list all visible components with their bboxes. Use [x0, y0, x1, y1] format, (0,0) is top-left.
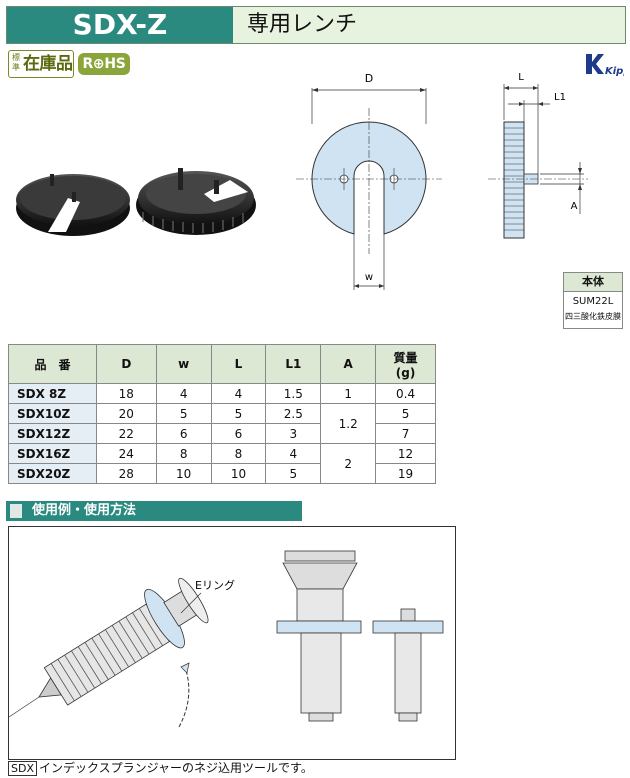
page-header: SDX-Z 専用レンチ — [6, 6, 626, 44]
cell-w: 5 — [155, 403, 212, 424]
product-photo — [8, 150, 258, 250]
cell-l: 4 — [210, 383, 267, 404]
table-header-row: 品 番 D w L L1 A 質量(g) — [8, 344, 436, 384]
cell-l1: 2.5 — [265, 403, 322, 424]
cell-l1: 4 — [265, 443, 322, 464]
cell-d: 22 — [95, 423, 157, 444]
footer-text: インデックスプランジャーのネジ込用ツールです。 — [39, 761, 313, 775]
dim-l1-label: L1 — [554, 92, 566, 103]
part-number: SDX 8Z — [8, 383, 97, 404]
cell-w: 10 — [155, 463, 212, 484]
cell-l: 10 — [210, 463, 267, 484]
kipp-logo: Kipp — [584, 50, 630, 78]
section-marker — [10, 504, 22, 518]
cell-mass: 7 — [375, 423, 436, 444]
col-w: w — [155, 344, 212, 384]
cell-w: 8 — [155, 443, 212, 464]
spec-table: 品 番 D w L L1 A 質量(g) SDX 8Z 18 4 4 1.5 1… — [8, 344, 436, 484]
cell-d: 18 — [95, 383, 157, 404]
product-title: 専用レンチ — [247, 12, 358, 37]
material-value: SUM22L — [572, 296, 614, 307]
cell-w: 6 — [155, 423, 212, 444]
dim-d-label: D — [365, 72, 373, 85]
cell-a: 1.2 — [320, 403, 377, 444]
material-box: 本体 SUM22L 四三酸化鉄皮膜 — [563, 272, 623, 329]
mass-unit: (g) — [395, 365, 416, 380]
cell-d: 20 — [95, 403, 157, 424]
material-header: 本体 — [563, 272, 623, 292]
col-l: L — [210, 344, 267, 384]
standard-stock-badge: 標準 在庫品 — [8, 50, 74, 78]
cell-mass: 0.4 — [375, 383, 436, 404]
cell-mass: 5 — [375, 403, 436, 424]
usage-illustration: Eリング — [8, 526, 456, 760]
cell-mass: 12 — [375, 443, 436, 464]
cell-mass: 19 — [375, 463, 436, 484]
cell-l: 5 — [210, 403, 267, 424]
col-d: D — [95, 344, 157, 384]
dim-a-label: A — [571, 201, 578, 212]
table-row: SDX16Z 24 8 8 4 2 12 — [8, 443, 436, 484]
section-title: 使用例・使用方法 — [32, 503, 137, 518]
e-ring-label: Eリング — [195, 578, 235, 592]
cell-d: 28 — [95, 463, 157, 484]
dim-l-label: L — [518, 72, 524, 83]
part-number: SDX20Z — [8, 463, 97, 484]
usage-section-header: 使用例・使用方法 — [6, 501, 302, 521]
standard-badge-small: 標準 — [12, 53, 20, 72]
cell-l1: 1.5 — [265, 383, 322, 404]
table-row: SDX20Z 28 10 10 5 19 — [8, 463, 436, 484]
rohs-badge: R⊕HS — [78, 53, 130, 75]
part-number: SDX16Z — [8, 443, 97, 464]
cell-w: 4 — [155, 383, 212, 404]
cell-l: 8 — [210, 443, 267, 464]
side-view-drawing: L L1 A — [488, 64, 588, 244]
mass-label: 質量 — [393, 350, 418, 365]
col-part: 品 番 — [8, 344, 97, 384]
cell-a: 2 — [320, 443, 377, 484]
part-number: SDX12Z — [8, 423, 97, 444]
finish-value: 四三酸化鉄皮膜 — [565, 312, 621, 321]
stock-badge-text: 在庫品 — [23, 54, 73, 74]
table-row: SDX 8Z 18 4 4 1.5 1 0.4 — [8, 383, 436, 404]
cell-l1: 5 — [265, 463, 322, 484]
footer-code: SDX — [8, 761, 37, 776]
col-l1: L1 — [265, 344, 322, 384]
table-row: SDX12Z 22 6 6 3 7 — [8, 423, 436, 444]
brand-logo-text: Kipp — [605, 66, 624, 77]
front-view-drawing: D w — [296, 64, 442, 294]
cell-a: 1 — [320, 383, 377, 404]
col-mass: 質量(g) — [375, 344, 436, 384]
product-code: SDX-Z — [7, 7, 233, 43]
dim-w-label: w — [365, 272, 373, 283]
cell-d: 24 — [95, 443, 157, 464]
col-a: A — [320, 344, 377, 384]
table-row: SDX10Z 20 5 5 2.5 1.2 5 — [8, 403, 436, 444]
cell-l1: 3 — [265, 423, 322, 444]
cell-l: 6 — [210, 423, 267, 444]
part-number: SDX10Z — [8, 403, 97, 424]
